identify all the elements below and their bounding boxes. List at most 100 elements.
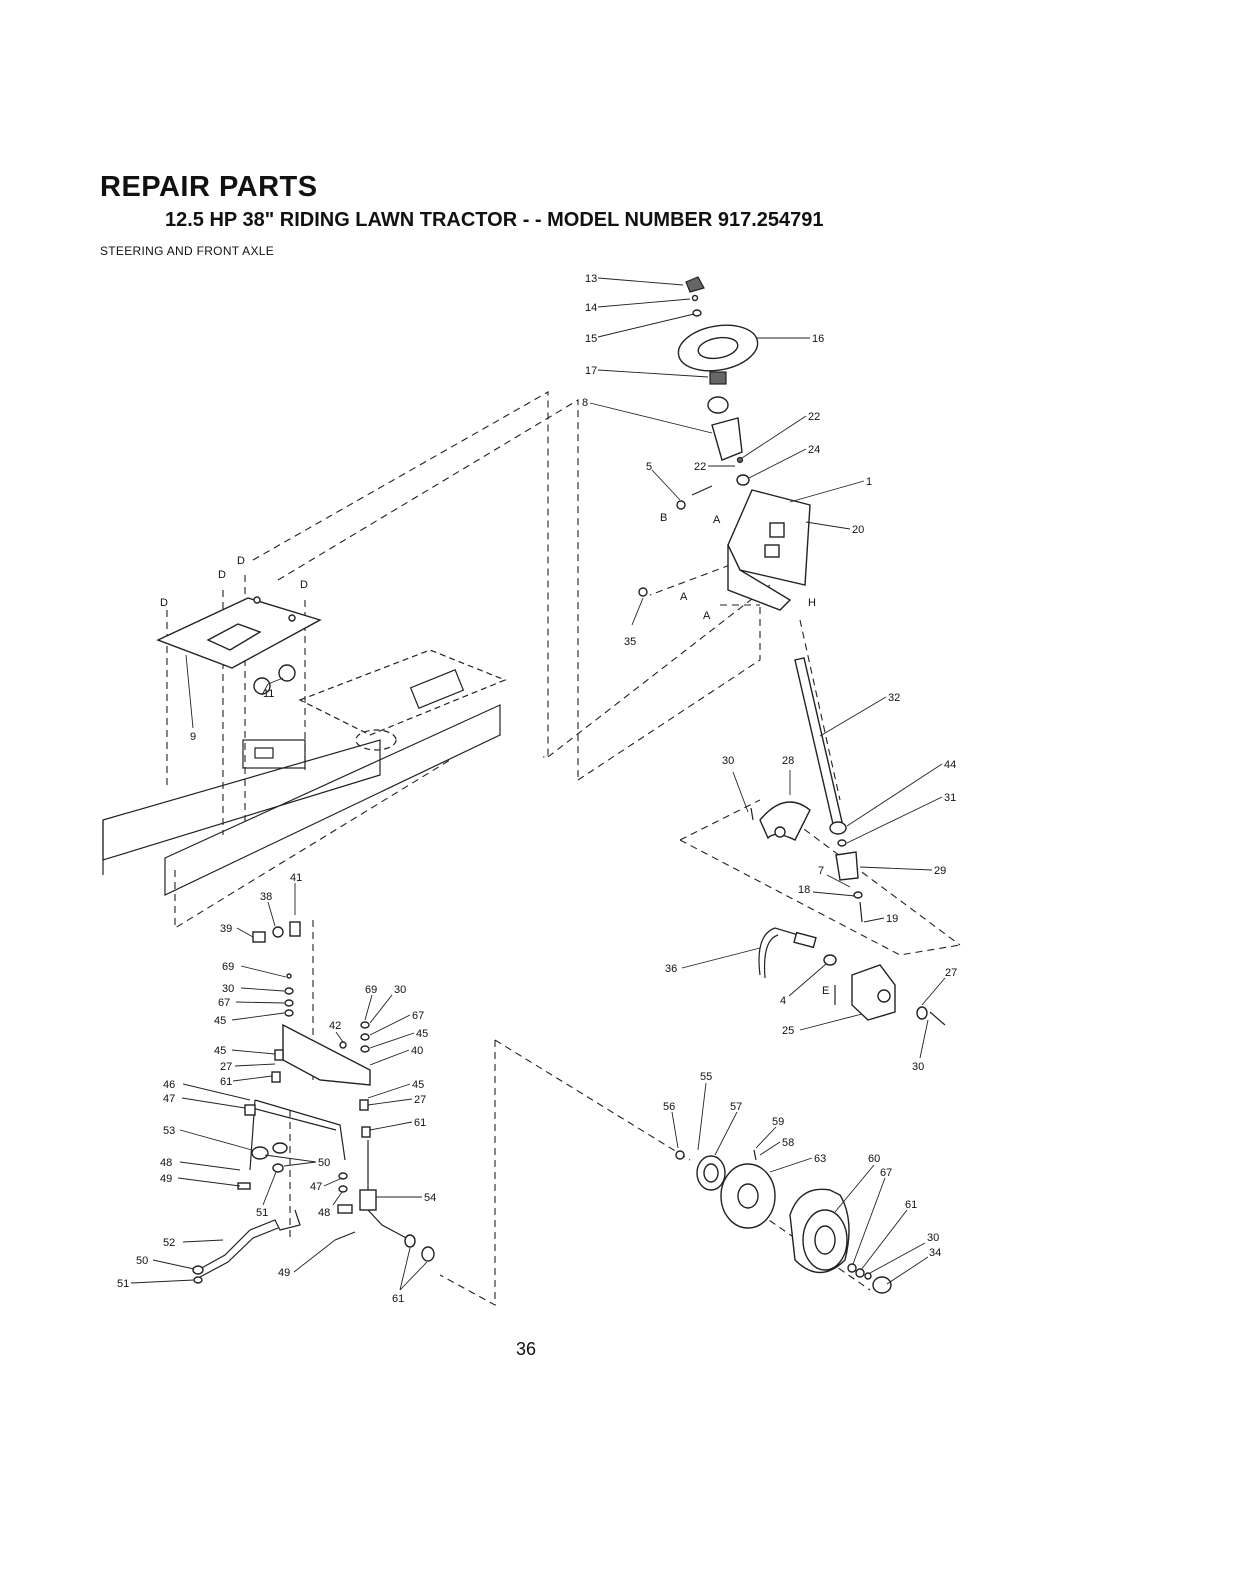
page-number: 36 <box>516 1339 537 1359</box>
callout-69a: 69 <box>222 961 234 973</box>
steering-wheel-assembly <box>677 276 759 486</box>
callout-32: 32 <box>888 692 900 704</box>
callout-19: 19 <box>886 913 898 925</box>
callout-41: 41 <box>290 872 302 884</box>
callout-30d: 30 <box>394 984 406 996</box>
callout-44: 44 <box>944 759 956 771</box>
callout-46: 46 <box>163 1079 175 1091</box>
callout-49b: 49 <box>278 1267 290 1279</box>
callout-9: 9 <box>190 731 196 743</box>
callout-7: 7 <box>818 865 824 877</box>
callout-42: 42 <box>329 1020 341 1032</box>
assembly-guide-lines <box>166 391 961 1306</box>
front-wheel-assembly <box>675 1149 892 1294</box>
callout-47a: 47 <box>163 1093 175 1105</box>
callout-H: H <box>808 597 816 609</box>
callout-30e: 30 <box>927 1232 939 1244</box>
callout-24: 24 <box>808 444 820 456</box>
callout-61d: 61 <box>905 1199 917 1211</box>
callout-27a: 27 <box>945 967 957 979</box>
callout-27b: 27 <box>220 1061 232 1073</box>
callout-39: 39 <box>220 923 232 935</box>
callout-29: 29 <box>934 865 946 877</box>
callout-A3: A <box>703 610 711 622</box>
callout-30a: 30 <box>722 755 734 767</box>
callout-22b: 22 <box>694 461 706 473</box>
drag-link-linkage <box>192 921 435 1284</box>
callout-59: 59 <box>772 1116 784 1128</box>
callout-67b: 67 <box>412 1010 424 1022</box>
callout-leader-lines <box>130 277 946 1291</box>
callout-20: 20 <box>852 524 864 536</box>
dash-panel-plate <box>156 596 322 695</box>
frame-rails <box>102 649 507 896</box>
page-title: REPAIR PARTS <box>100 171 318 203</box>
callout-34: 34 <box>929 1247 941 1259</box>
callout-51a: 51 <box>256 1207 268 1219</box>
callout-63: 63 <box>814 1153 826 1165</box>
callout-56: 56 <box>663 1101 675 1113</box>
callout-16: 16 <box>812 333 824 345</box>
callout-A: A <box>713 514 721 526</box>
callout-A2: A <box>680 591 688 603</box>
callout-D1: D <box>160 597 168 609</box>
callout-67c: 67 <box>880 1167 892 1179</box>
callout-D3: D <box>237 555 245 567</box>
callout-31: 31 <box>944 792 956 804</box>
callout-45a: 45 <box>214 1015 226 1027</box>
callout-14: 14 <box>585 302 597 314</box>
callout-61b: 61 <box>414 1117 426 1129</box>
callout-17: 17 <box>585 365 597 377</box>
callout-40: 40 <box>411 1045 423 1057</box>
callout-47b: 47 <box>310 1181 322 1193</box>
callout-1: 1 <box>866 476 872 488</box>
callout-13: 13 <box>585 273 597 285</box>
dash-console <box>638 485 811 611</box>
callout-28: 28 <box>782 755 794 767</box>
callout-45b: 45 <box>416 1028 428 1040</box>
sector-gear <box>750 801 811 841</box>
callout-35: 35 <box>624 636 636 648</box>
callout-E: E <box>822 985 829 997</box>
callout-69b: 69 <box>365 984 377 996</box>
callout-55: 55 <box>700 1071 712 1083</box>
callout-18: 18 <box>798 884 810 896</box>
callout-4: 4 <box>780 995 786 1007</box>
callout-8: 8 <box>582 397 588 409</box>
callout-51b: 51 <box>117 1278 129 1290</box>
callout-54: 54 <box>424 1192 436 1204</box>
callout-52: 52 <box>163 1237 175 1249</box>
callout-45d: 45 <box>412 1079 424 1091</box>
callout-15: 15 <box>585 333 597 345</box>
callout-D2: D <box>218 569 226 581</box>
callout-30c: 30 <box>222 983 234 995</box>
callout-B: B <box>660 512 667 524</box>
callout-50a: 50 <box>318 1157 330 1169</box>
section-label: STEERING AND FRONT AXLE <box>100 244 275 258</box>
callout-48b: 48 <box>318 1207 330 1219</box>
callout-57: 57 <box>730 1101 742 1113</box>
callout-49a: 49 <box>160 1173 172 1185</box>
callout-27c: 27 <box>414 1094 426 1106</box>
callout-60: 60 <box>868 1153 880 1165</box>
callout-48a: 48 <box>160 1157 172 1169</box>
callout-11: 11 <box>263 688 274 700</box>
page-subtitle: 12.5 HP 38" RIDING LAWN TRACTOR - - MODE… <box>165 209 824 231</box>
callout-67a: 67 <box>218 997 230 1009</box>
callout-61c: 61 <box>392 1293 404 1305</box>
callout-53: 53 <box>163 1125 175 1137</box>
callout-22: 22 <box>808 411 820 423</box>
steering-shaft <box>794 657 863 923</box>
callout-25: 25 <box>782 1025 794 1037</box>
part-callouts: 13 14 15 16 17 8 22 24 22 5 1 B A 20 D D… <box>117 273 957 1305</box>
callout-58: 58 <box>782 1137 794 1149</box>
callout-5: 5 <box>646 461 652 473</box>
callout-36: 36 <box>665 963 677 975</box>
callout-D4: D <box>300 579 308 591</box>
callout-45c: 45 <box>214 1045 226 1057</box>
callout-50b: 50 <box>136 1255 148 1267</box>
steering-arm-and-bracket <box>758 927 946 1026</box>
callout-38: 38 <box>260 891 272 903</box>
